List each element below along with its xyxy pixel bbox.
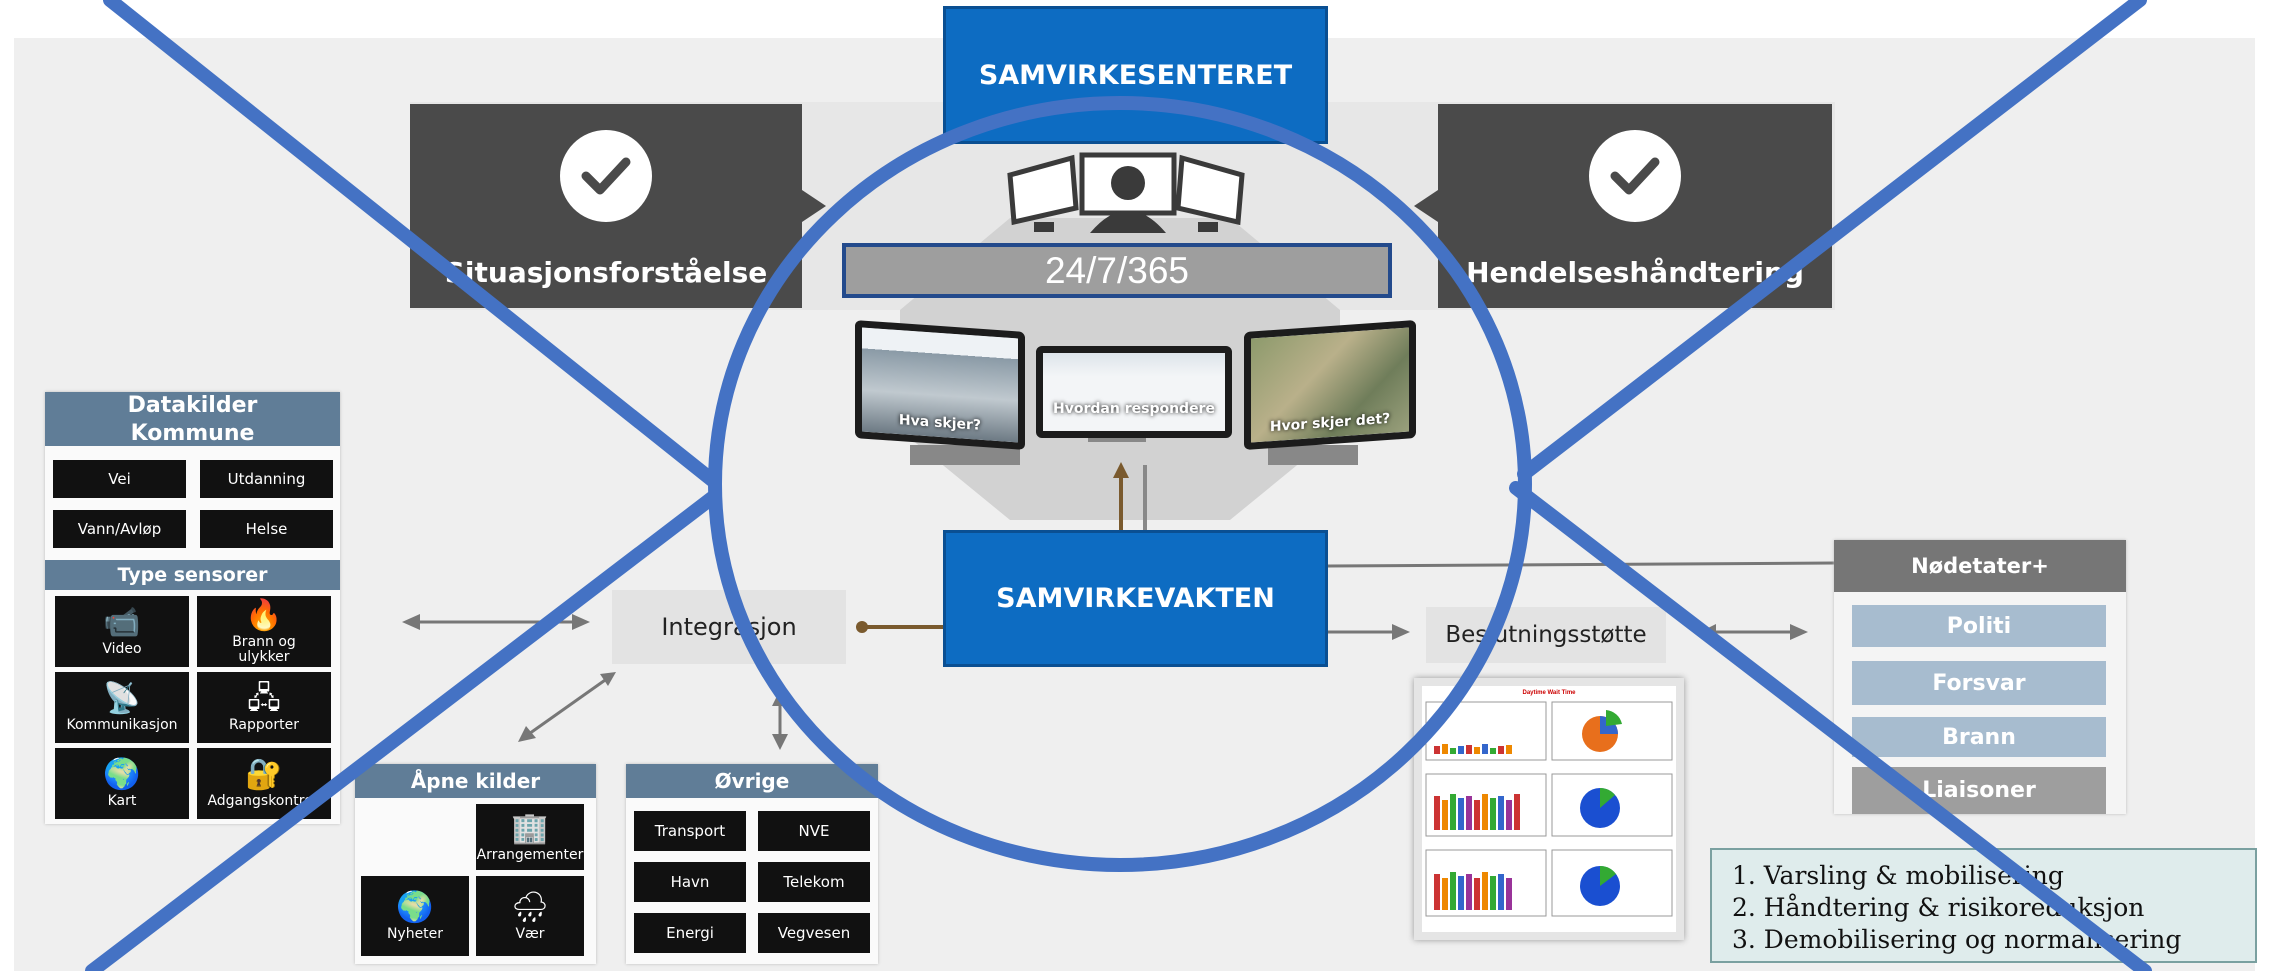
ovrige-transport: Transport [634, 811, 746, 851]
sensor-label: Kart [107, 793, 137, 809]
globe-icon: 🌍 [103, 757, 141, 792]
sensor-label: Brann og ulykker [232, 633, 296, 665]
screen-hvordan: Hvordan respondere [1036, 346, 1232, 438]
phase-item: 1. Varsling & mobilisering [1732, 861, 2064, 890]
apne-vaer: 🌧Vær [476, 876, 584, 956]
report-row-1 [1425, 701, 1673, 761]
nodetater-title: Nødetater+ [1834, 540, 2126, 592]
report-row-2 [1425, 773, 1673, 837]
ovrige-energi: Energi [634, 913, 746, 953]
apne-label: Arrangementer [476, 846, 584, 863]
connector-dot [856, 621, 868, 633]
apne-kilder-card: Åpne kilder 🏢Arrangementer 🌍Nyheter 🌧Vær [355, 764, 596, 964]
lock-icon: 🔐 [245, 757, 283, 792]
beslutning-label: Beslutningsstøtte [1445, 622, 1647, 648]
datakilder-card: Datakilder Kommune Vei Utdanning Vann/Av… [45, 392, 340, 824]
sensor-video: 📹Video [55, 596, 189, 667]
apne-label: Vær [515, 925, 545, 942]
phase-item: 3. Demobilisering og normalisering [1732, 925, 2182, 954]
fire-icon: 🔥 [245, 597, 283, 633]
camera-icon: 📹 [103, 605, 141, 640]
antenna-icon: 📡 [103, 681, 141, 716]
screen-hva-skjer: Hva skjer? [855, 320, 1025, 450]
ovrige-telekom: Telekom [758, 862, 870, 902]
phases-legend: 1. Varsling & mobilisering 2. Håndtering… [1710, 848, 2257, 963]
nodetat-politi: Politi [1852, 605, 2106, 647]
datakilde-helse: Helse [200, 510, 333, 548]
building-icon: 🏢 [511, 810, 549, 846]
panel-left-arrow [802, 190, 826, 222]
report-charts [1425, 701, 1673, 917]
integrasjon-label: Integrasjon [661, 613, 797, 641]
screen-hvor-skjer: Hvor skjer det? [1244, 319, 1416, 451]
ovrige-card: Øvrige Transport NVE Havn Telekom Energi… [626, 764, 878, 964]
availability-bar: 24/7/365 [842, 243, 1392, 298]
datakilde-vann: Vann/Avløp [53, 510, 186, 548]
samvirkesenteret-label: SAMVIRKESENTERET [978, 59, 1293, 91]
phase-item: 2. Håndtering & risikoreduksjon [1732, 893, 2145, 922]
apne-label: Nyheter [386, 925, 444, 942]
integrasjon-node: Integrasjon [612, 590, 846, 664]
sensor-label: Adgangskontroll [207, 793, 321, 809]
datakilde-vei: Vei [53, 460, 186, 498]
nodetat-liaisoner: Liaisoner [1852, 767, 2106, 814]
sensor-kommunikasjon: 📡Kommunikasjon [55, 672, 189, 743]
samvirkevakten-box: SAMVIRKEVAKTEN [943, 530, 1328, 667]
report-thumbnail: Daytime Wait Time [1414, 678, 1684, 940]
ovrige-havn: Havn [634, 862, 746, 902]
ovrige-vegvesen: Vegvesen [758, 913, 870, 953]
nodetat-brann: Brann [1852, 717, 2106, 757]
nodetater-line [1327, 561, 1835, 568]
sensor-kart: 🌍Kart [55, 748, 189, 819]
diagonal-arrow [525, 676, 609, 738]
screen-label: Hvordan respondere [1053, 401, 1215, 417]
nodetat-forsvar: Forsvar [1852, 661, 2106, 705]
availability-label: 24/7/365 [1044, 249, 1190, 291]
datakilde-utdanning: Utdanning [200, 460, 333, 498]
cloud-rain-icon: 🌧 [510, 889, 550, 925]
apne-title: Åpne kilder [355, 764, 596, 798]
apne-nyheter: 🌍Nyheter [361, 876, 469, 956]
panel-right-arrow [1414, 190, 1438, 222]
nodetater-card: Nødetater+ Politi Forsvar Brann Liaisone… [1834, 540, 2126, 814]
beslutning-node: Beslutningsstøtte [1426, 607, 1666, 663]
sensor-label: Rapporter [229, 717, 299, 733]
apne-arrangementer: 🏢Arrangementer [476, 804, 584, 870]
samvirkesenteret-box: SAMVIRKESENTERET [943, 6, 1328, 144]
sensor-label: Kommunikasjon [66, 717, 178, 733]
datakilder-title: Datakilder Kommune [45, 392, 340, 446]
ovrige-nve: NVE [758, 811, 870, 851]
samvirkevakten-label: SAMVIRKEVAKTEN [996, 583, 1275, 614]
network-icon: 🖧 [247, 681, 281, 716]
sensor-rapporter: 🖧Rapporter [197, 672, 331, 743]
ovrige-title: Øvrige [626, 764, 878, 798]
sensor-brann: 🔥Brann og ulykker [197, 596, 331, 667]
sensor-title: Type sensorer [45, 560, 340, 590]
globe-icon: 🌍 [396, 889, 434, 925]
sensor-adgangskontroll: 🔐Adgangskontroll [197, 748, 331, 819]
report-row-3 [1425, 849, 1673, 917]
sensor-label: Video [102, 641, 142, 657]
monitor-stand [1268, 445, 1358, 465]
